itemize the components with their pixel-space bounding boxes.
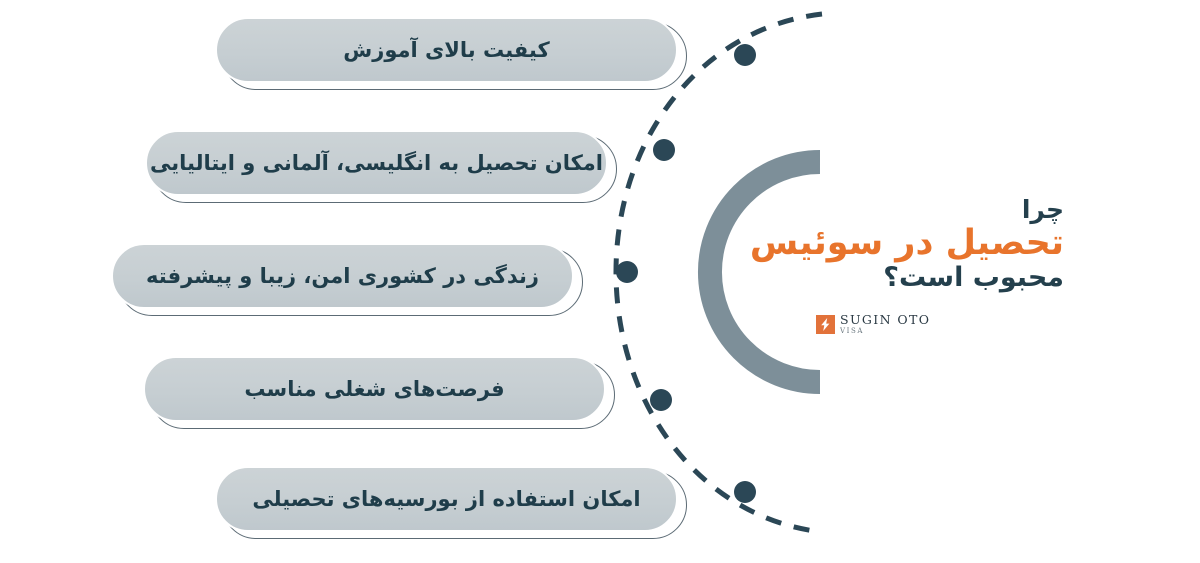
logo-text: SUGIN OTO VISA [840, 312, 931, 335]
arc-node-1 [734, 44, 756, 66]
arc-node-4 [650, 389, 672, 411]
headline-panel: چرا تحصیل در سوئیس محبوب است؟ [749, 195, 1065, 294]
arc-node-2 [653, 139, 675, 161]
feature-label-4: فرصت‌های شغلی مناسب [244, 376, 505, 401]
logo-subtitle: VISA [840, 326, 865, 335]
lightning-mark-icon [816, 314, 835, 334]
feature-box-4[interactable]: فرصت‌های شغلی مناسب [143, 356, 615, 429]
dashed-arc [613, 11, 823, 535]
feature-box-5[interactable]: امکان استفاده از بورسیه‌های تحصیلی [215, 466, 687, 539]
feature-box-3-surface: زندگی در کشوری امن، زیبا و پیشرفته [111, 243, 574, 309]
lightning-glyph [821, 317, 830, 331]
feature-label-3: زندگی در کشوری امن، زیبا و پیشرفته [146, 263, 539, 288]
feature-box-2-surface: امکان تحصیل به انگلیسی، آلمانی و ایتالیا… [145, 130, 608, 196]
headline-line-1: چرا [1021, 195, 1064, 224]
headline-line-3: محبوب است؟ [883, 262, 1064, 294]
logo-name: SUGIN OTO [840, 312, 931, 327]
feature-box-5-surface: امکان استفاده از بورسیه‌های تحصیلی [215, 466, 678, 532]
feature-label-1: کیفیت بالای آموزش [343, 37, 550, 62]
headline-line-2: تحصیل در سوئیس [749, 223, 1065, 263]
brand-logo: SUGIN OTO VISA [816, 312, 931, 335]
feature-box-4-surface: فرصت‌های شغلی مناسب [143, 356, 606, 422]
feature-box-1-surface: کیفیت بالای آموزش [215, 17, 678, 83]
feature-box-2[interactable]: امکان تحصیل به انگلیسی، آلمانی و ایتالیا… [145, 130, 617, 203]
arc-node-5 [734, 481, 756, 503]
feature-label-2: امکان تحصیل به انگلیسی، آلمانی و ایتالیا… [149, 150, 604, 175]
feature-box-3[interactable]: زندگی در کشوری امن، زیبا و پیشرفته [111, 243, 583, 316]
feature-box-1[interactable]: کیفیت بالای آموزش [215, 17, 687, 90]
arc-node-3 [616, 261, 638, 283]
feature-label-5: امکان استفاده از بورسیه‌های تحصیلی [252, 486, 641, 511]
